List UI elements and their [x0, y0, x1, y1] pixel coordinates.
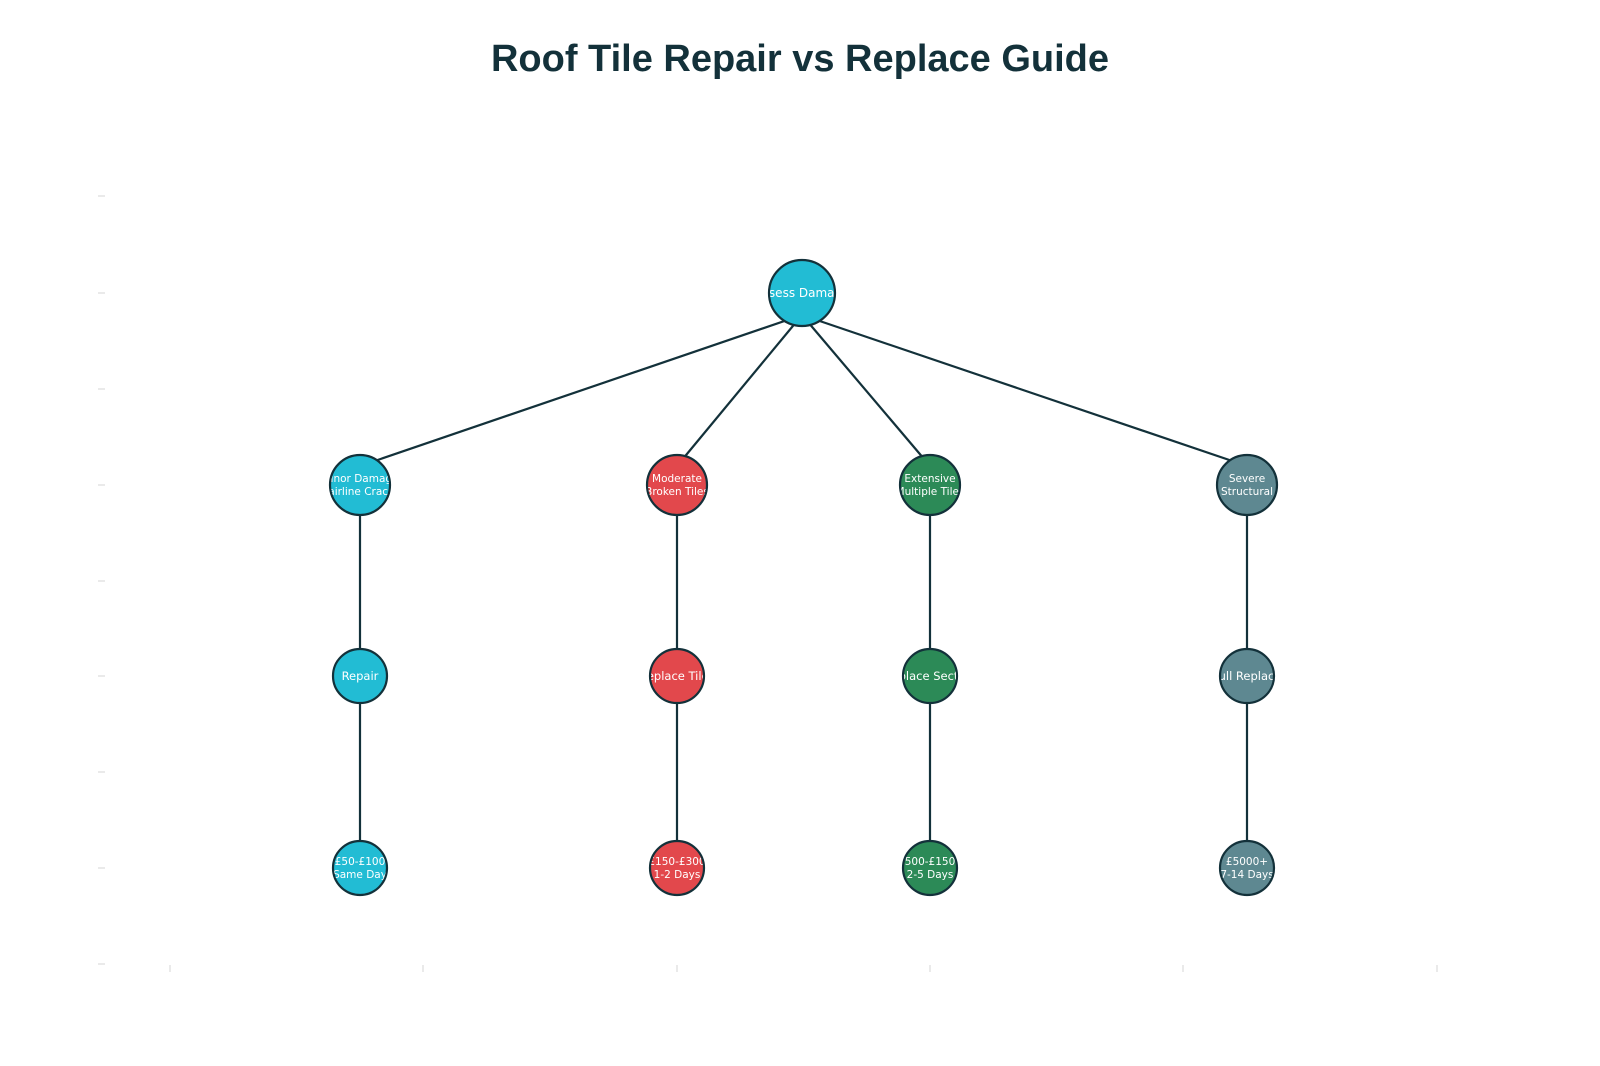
node-cost-severe: £5000+7-14 Days [1218, 839, 1276, 897]
node-circle [331, 647, 389, 705]
node-label: Multiple Tiles [896, 486, 965, 498]
node-label: Severe [1229, 473, 1265, 485]
node-circle [331, 839, 389, 897]
node-label: Replace Tiles [639, 669, 714, 683]
node-label: 7-14 Days [1220, 869, 1273, 881]
node-label: Repair [342, 669, 379, 683]
node-circle [328, 453, 392, 517]
node-full-replace: Full Replace [1213, 647, 1282, 705]
node-repair: Repair [331, 647, 389, 705]
node-label: Full Replace [1213, 669, 1282, 683]
node-label: Assess Damage [754, 286, 849, 300]
node-label: Moderate [652, 473, 702, 485]
edge-root-to-minor [359, 313, 803, 468]
node-replace-tiles: Replace Tiles [639, 647, 714, 705]
node-label: 1-2 Days [654, 869, 701, 881]
axis-ticks [98, 195, 1438, 972]
node-label: Extensive [904, 473, 955, 485]
node-label: Same Day [333, 869, 387, 881]
node-label: £5000+ [1226, 856, 1268, 868]
node-replace-section: Replace Section [884, 647, 976, 705]
edges [358, 313, 1249, 849]
node-circle [1218, 839, 1276, 897]
node-circle [645, 453, 709, 517]
node-label: Minor Damage [321, 473, 398, 485]
node-label: £150-£300 [648, 856, 705, 868]
node-circle [1215, 453, 1279, 517]
node-label: £500-£1500 [898, 856, 962, 868]
node-circle [901, 839, 959, 897]
edge-root-to-extensive [801, 314, 931, 467]
node-label: Replace Section [884, 669, 976, 683]
page-title: Roof Tile Repair vs Replace Guide [490, 38, 1110, 80]
node-label: Broken Tiles [645, 486, 709, 498]
node-circle [901, 647, 959, 705]
edge-root-to-severe [801, 313, 1248, 468]
edge-root-to-moderate [676, 314, 803, 467]
node-assess: Assess Damage [754, 258, 849, 328]
node-label: 2-5 Days [907, 869, 954, 881]
node-circle [1218, 647, 1276, 705]
node-circle [898, 453, 962, 517]
node-label: Hairline Cracks [320, 486, 399, 498]
node-label: Structural [1221, 486, 1273, 498]
node-circle [767, 258, 837, 328]
node-label: £50-£100 [335, 856, 386, 868]
node-circle [648, 647, 706, 705]
node-circle [648, 839, 706, 897]
